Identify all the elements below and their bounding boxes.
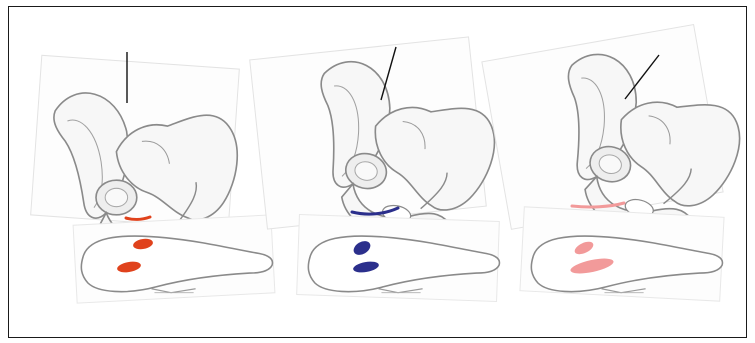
panel-middle: [250, 37, 506, 301]
panel-right: [482, 25, 753, 302]
panel-left: [31, 52, 275, 303]
